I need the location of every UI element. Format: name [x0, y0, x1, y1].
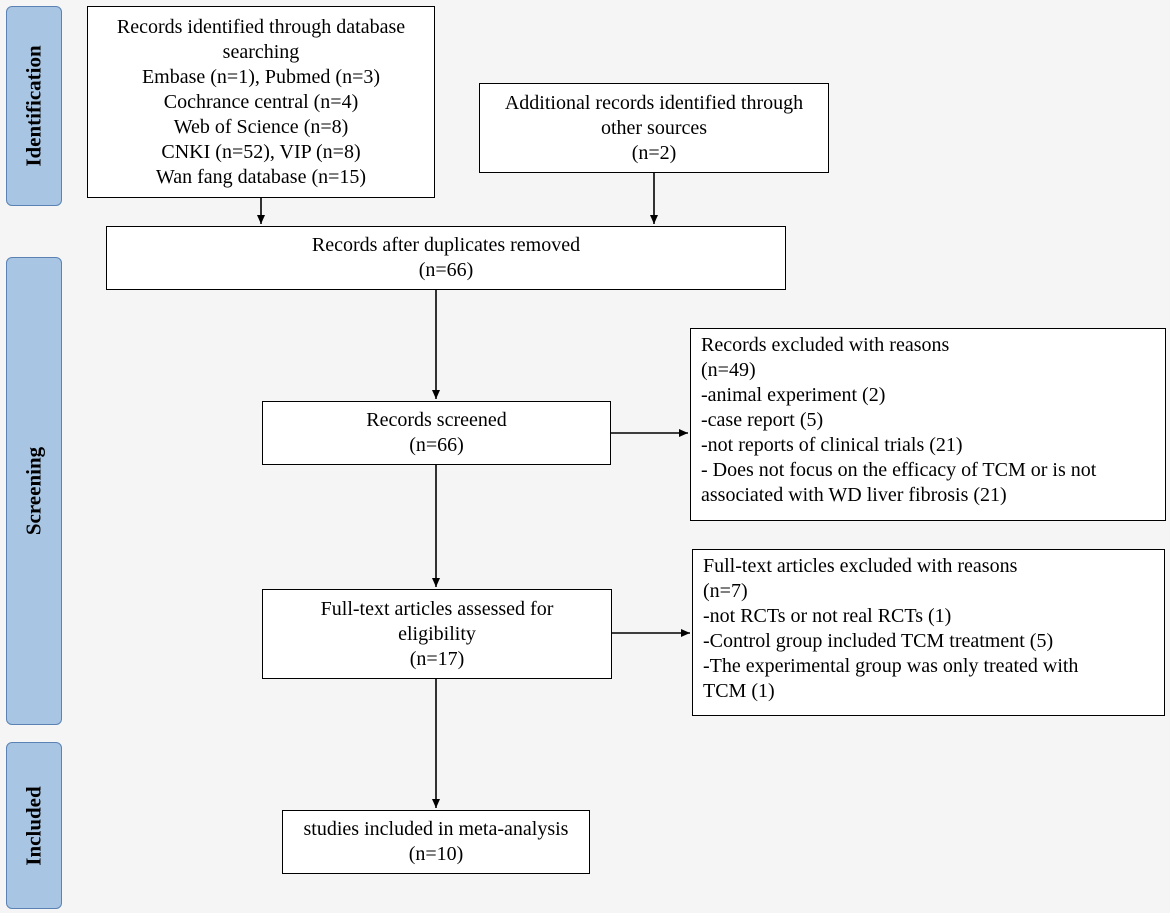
box-line: other sources	[600, 116, 708, 139]
fulltext-assessed-box: Full-text articles assessed for eligibil…	[262, 589, 612, 679]
duplicates-removed-box: Records after duplicates removed (n=66)	[106, 226, 786, 290]
box-line: -animal experiment (2)	[701, 384, 886, 406]
box-line: Web of Science (n=8)	[173, 115, 349, 138]
records-excluded-box: Records excluded with reasons (n=49) -an…	[690, 328, 1166, 521]
stage-screening: Screening	[6, 257, 62, 725]
studies-included-box: studies included in meta-analysis (n=10)	[282, 810, 590, 874]
box-line: -not reports of clinical trials (21)	[701, 434, 963, 456]
box-line: Records excluded with reasons	[701, 334, 950, 356]
box-line: (n=49)	[701, 359, 756, 381]
records-screened-box: Records screened (n=66)	[262, 401, 611, 465]
box-line: (n=66)	[418, 259, 474, 281]
box-line: -The experimental group was only treated…	[703, 655, 1079, 677]
box-line: Embase (n=1), Pubmed (n=3)	[141, 65, 381, 88]
box-line: searching	[222, 40, 300, 63]
box-line: Full-text articles assessed for	[320, 597, 554, 620]
box-line: Records after duplicates removed	[311, 234, 581, 256]
box-line: (n=7)	[703, 580, 748, 602]
box-line: TCM (1)	[703, 680, 775, 702]
box-line: (n=2)	[631, 141, 677, 164]
box-line: associated with WD liver fibrosis (21)	[701, 484, 1007, 506]
box-line: Cochrance central (n=4)	[163, 90, 359, 113]
box-line: CNKI (n=52), VIP (n=8)	[161, 140, 361, 163]
box-line: Records identified through database	[116, 15, 406, 38]
box-line: Records screened	[366, 409, 507, 431]
box-line: Wan fang database (n=15)	[155, 165, 367, 188]
box-line: (n=66)	[409, 434, 464, 456]
box-line: -case report (5)	[701, 409, 824, 431]
box-line: - Does not focus on the efficacy of TCM …	[701, 459, 1097, 481]
box-line: Additional records identified through	[504, 91, 804, 114]
database-records-box: Records identified through database sear…	[87, 6, 435, 198]
fulltext-excluded-box: Full-text articles excluded with reasons…	[692, 549, 1165, 716]
box-line: -not RCTs or not real RCTs (1)	[703, 605, 952, 627]
box-line: studies included in meta-analysis	[303, 818, 569, 840]
box-line: (n=10)	[408, 843, 464, 865]
additional-records-box: Additional records identified through ot…	[479, 83, 829, 173]
box-line: Full-text articles excluded with reasons	[703, 555, 1018, 577]
box-line: eligibility	[398, 622, 476, 645]
box-line: (n=17)	[409, 647, 465, 670]
stage-included: Included	[6, 742, 62, 909]
stage-identification: Identification	[6, 6, 62, 206]
box-line: -Control group included TCM treatment (5…	[703, 630, 1054, 652]
